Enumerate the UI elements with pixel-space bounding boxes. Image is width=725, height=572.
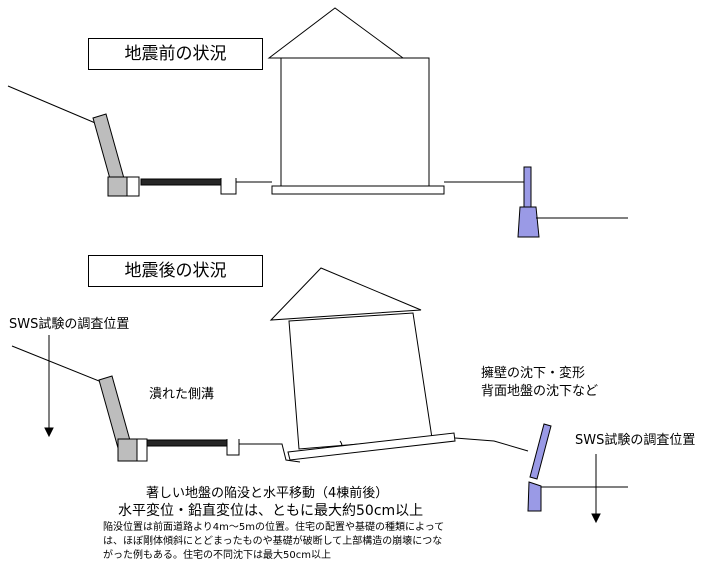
retaining-wall-gray-before xyxy=(92,113,126,187)
ground-slope-before xyxy=(7,85,106,126)
pile-right-before xyxy=(523,166,532,208)
gutter-inner-after xyxy=(136,438,148,462)
caption-line3: 陥没位置は前面道路より4m～5mの位置。住宅の配置や基礎の種類によって xyxy=(103,522,445,533)
before-scene xyxy=(7,7,628,238)
title-before: 地震前の状況 xyxy=(88,38,263,70)
title-after: 地震後の状況 xyxy=(88,255,263,287)
caption-line2: 水平変位・鉛直変位は、ともに最大約50cm以上 xyxy=(118,503,424,519)
pile-right-base-after xyxy=(527,481,542,512)
after-scene xyxy=(11,267,628,524)
caption-line1: 著しい地盤の陥没と水平移動（4棟前後） xyxy=(146,486,389,501)
house-foundation-after xyxy=(287,432,456,461)
retaining-wall-gray-after xyxy=(98,375,132,449)
caption-line5: がった例もある。住宅の不同沈下は最大50cm以上 xyxy=(103,550,331,561)
caption-line4: は、ほぼ剛体傾斜にとどまったものや基礎が破断して上部構造の崩壊につな xyxy=(103,536,443,547)
ground-line-after-1 xyxy=(239,443,301,463)
label-sws-left: SWS試験の調査位置 xyxy=(9,317,130,332)
sws-left-arrow-head xyxy=(44,427,54,438)
gutter-box-after xyxy=(117,438,138,462)
house-foundation-before xyxy=(271,185,445,195)
pile-right-base-before xyxy=(517,206,540,238)
house-body-after xyxy=(288,312,433,450)
house-roof-before xyxy=(267,7,405,59)
ground-slope-after xyxy=(11,345,111,384)
label-retaining-wall-2: 背面地盤の沈下など xyxy=(481,384,599,399)
house-body-before xyxy=(280,57,430,187)
pipe-fitting-before xyxy=(220,178,237,195)
gutter-inner-before xyxy=(126,176,140,197)
pile-right-after xyxy=(529,423,552,480)
label-retaining-wall-1: 擁壁の沈下・変形 xyxy=(481,366,586,381)
label-sws-right: SWS試験の調査位置 xyxy=(575,433,696,448)
gutter-box-before xyxy=(107,176,128,197)
ground-line-after-2 xyxy=(454,437,529,452)
sws-right-arrow-head xyxy=(591,513,601,524)
drain-pipe-before xyxy=(140,178,222,186)
label-crushed-gutter: 潰れた側溝 xyxy=(149,387,215,402)
house-roof-after xyxy=(269,267,422,321)
pipe-fitting-after xyxy=(226,439,240,456)
drain-pipe-after xyxy=(146,439,228,447)
